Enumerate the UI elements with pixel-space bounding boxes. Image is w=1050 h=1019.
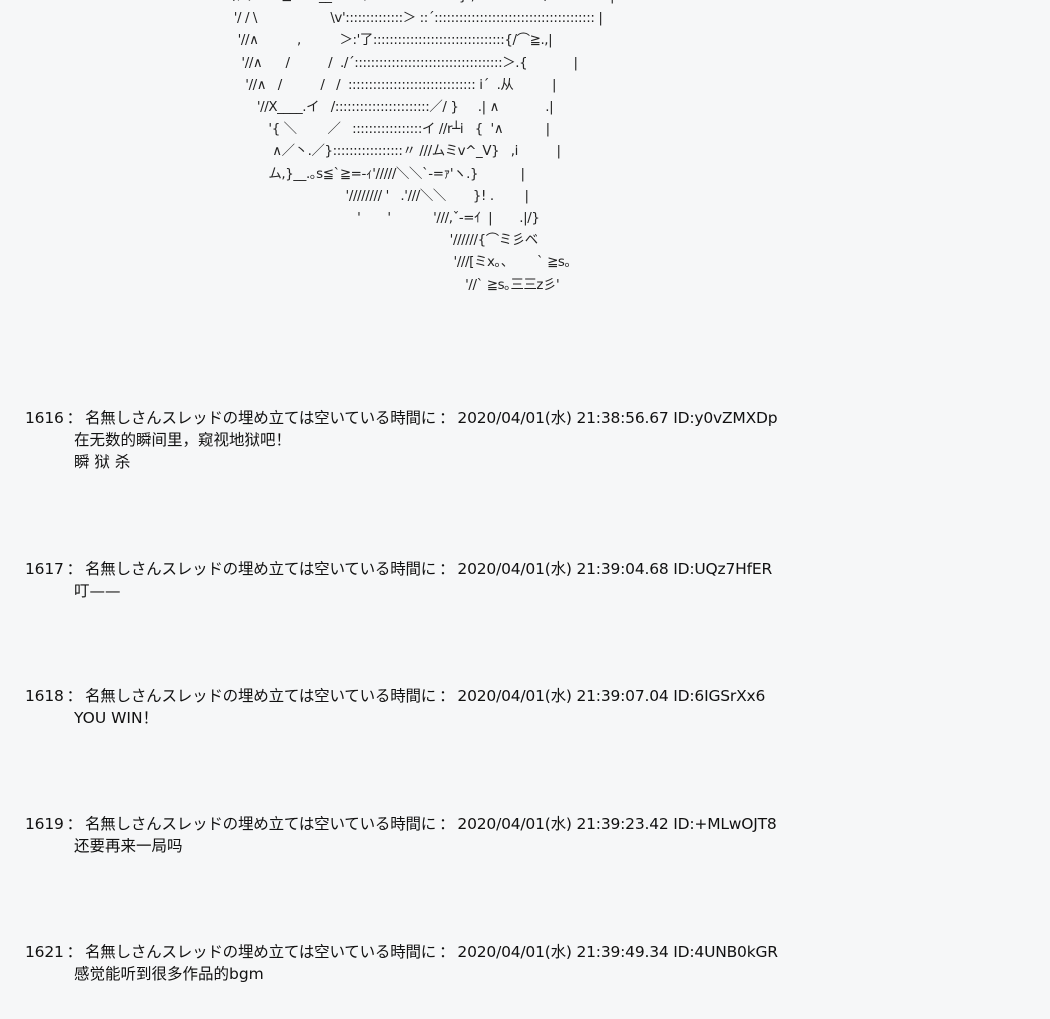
post-separator: ：: [439, 943, 455, 961]
post-number: 1617: [25, 560, 64, 578]
post-number: 1621: [25, 943, 64, 961]
post-separator: ：: [66, 409, 83, 427]
post-header: 1617：名無しさんスレッドの埋め立ては空いている時間に：2020/04/01(…: [25, 558, 1025, 580]
poster-id: ID:+MLwOJT8: [673, 815, 777, 833]
post-1616: 1616：名無しさんスレッドの埋め立ては空いている時間に：2020/04/01(…: [25, 407, 1025, 473]
post-separator: ：: [66, 687, 83, 705]
poster-name: 名無しさんスレッドの埋め立ては空いている時間に: [84, 409, 437, 427]
post-separator: ：: [439, 687, 455, 705]
post-body: 还要再来一局吗: [74, 837, 183, 855]
post-header: 1619：名無しさんスレッドの埋め立ては空いている時間に：2020/04/01(…: [25, 813, 1025, 835]
post-separator: ：: [66, 560, 83, 578]
ascii-art-figure: '/八 ≧=- :__丶 ／ :::::::::::::::::::} , ::…: [230, 0, 615, 293]
post-number: 1619: [25, 815, 64, 833]
post-datetime: 2020/04/01(水) 21:39:07.04: [457, 687, 669, 705]
post-separator: ：: [439, 409, 455, 427]
poster-name: 名無しさんスレッドの埋め立ては空いている時間に: [84, 687, 437, 705]
poster-id: ID:y0vZMXDp: [673, 409, 778, 427]
post-1617: 1617：名無しさんスレッドの埋め立ては空いている時間に：2020/04/01(…: [25, 558, 1025, 602]
post-datetime: 2020/04/01(水) 21:39:23.42: [457, 815, 669, 833]
poster-name: 名無しさんスレッドの埋め立ては空いている時間に: [84, 815, 437, 833]
post-1621: 1621：名無しさんスレッドの埋め立ては空いている時間に：2020/04/01(…: [25, 941, 1025, 985]
post-body: 在无数的瞬间里，窥视地狱吧！ 瞬 狱 杀: [74, 431, 292, 471]
post-number: 1616: [25, 409, 64, 427]
poster-id: ID:4UNB0kGR: [673, 943, 778, 961]
post-1619: 1619：名無しさんスレッドの埋め立ては空いている時間に：2020/04/01(…: [25, 813, 1025, 857]
post-separator: ：: [66, 815, 83, 833]
post-datetime: 2020/04/01(水) 21:39:04.68: [457, 560, 669, 578]
post-header: 1621：名無しさんスレッドの埋め立ては空いている時間に：2020/04/01(…: [25, 941, 1025, 963]
post-header: 1616：名無しさんスレッドの埋め立ては空いている時間に：2020/04/01(…: [25, 407, 1025, 429]
poster-name: 名無しさんスレッドの埋め立ては空いている時間に: [84, 560, 437, 578]
post-number: 1618: [25, 687, 64, 705]
post-separator: ：: [439, 560, 455, 578]
post-1618: 1618：名無しさんスレッドの埋め立ては空いている時間に：2020/04/01(…: [25, 685, 1025, 729]
poster-id: ID:6IGSrXx6: [673, 687, 766, 705]
post-body: YOU WIN！: [74, 709, 159, 727]
post-body: 感觉能听到很多作品的bgm: [74, 965, 264, 983]
post-datetime: 2020/04/01(水) 21:38:56.67: [457, 409, 669, 427]
post-body: 叮——: [74, 582, 121, 600]
post-separator: ：: [439, 815, 455, 833]
post-header: 1618：名無しさんスレッドの埋め立ては空いている時間に：2020/04/01(…: [25, 685, 1025, 707]
poster-id: ID:UQz7HfER: [673, 560, 773, 578]
poster-name: 名無しさんスレッドの埋め立ては空いている時間に: [84, 943, 437, 961]
post-separator: ：: [66, 943, 83, 961]
post-datetime: 2020/04/01(水) 21:39:49.34: [457, 943, 669, 961]
